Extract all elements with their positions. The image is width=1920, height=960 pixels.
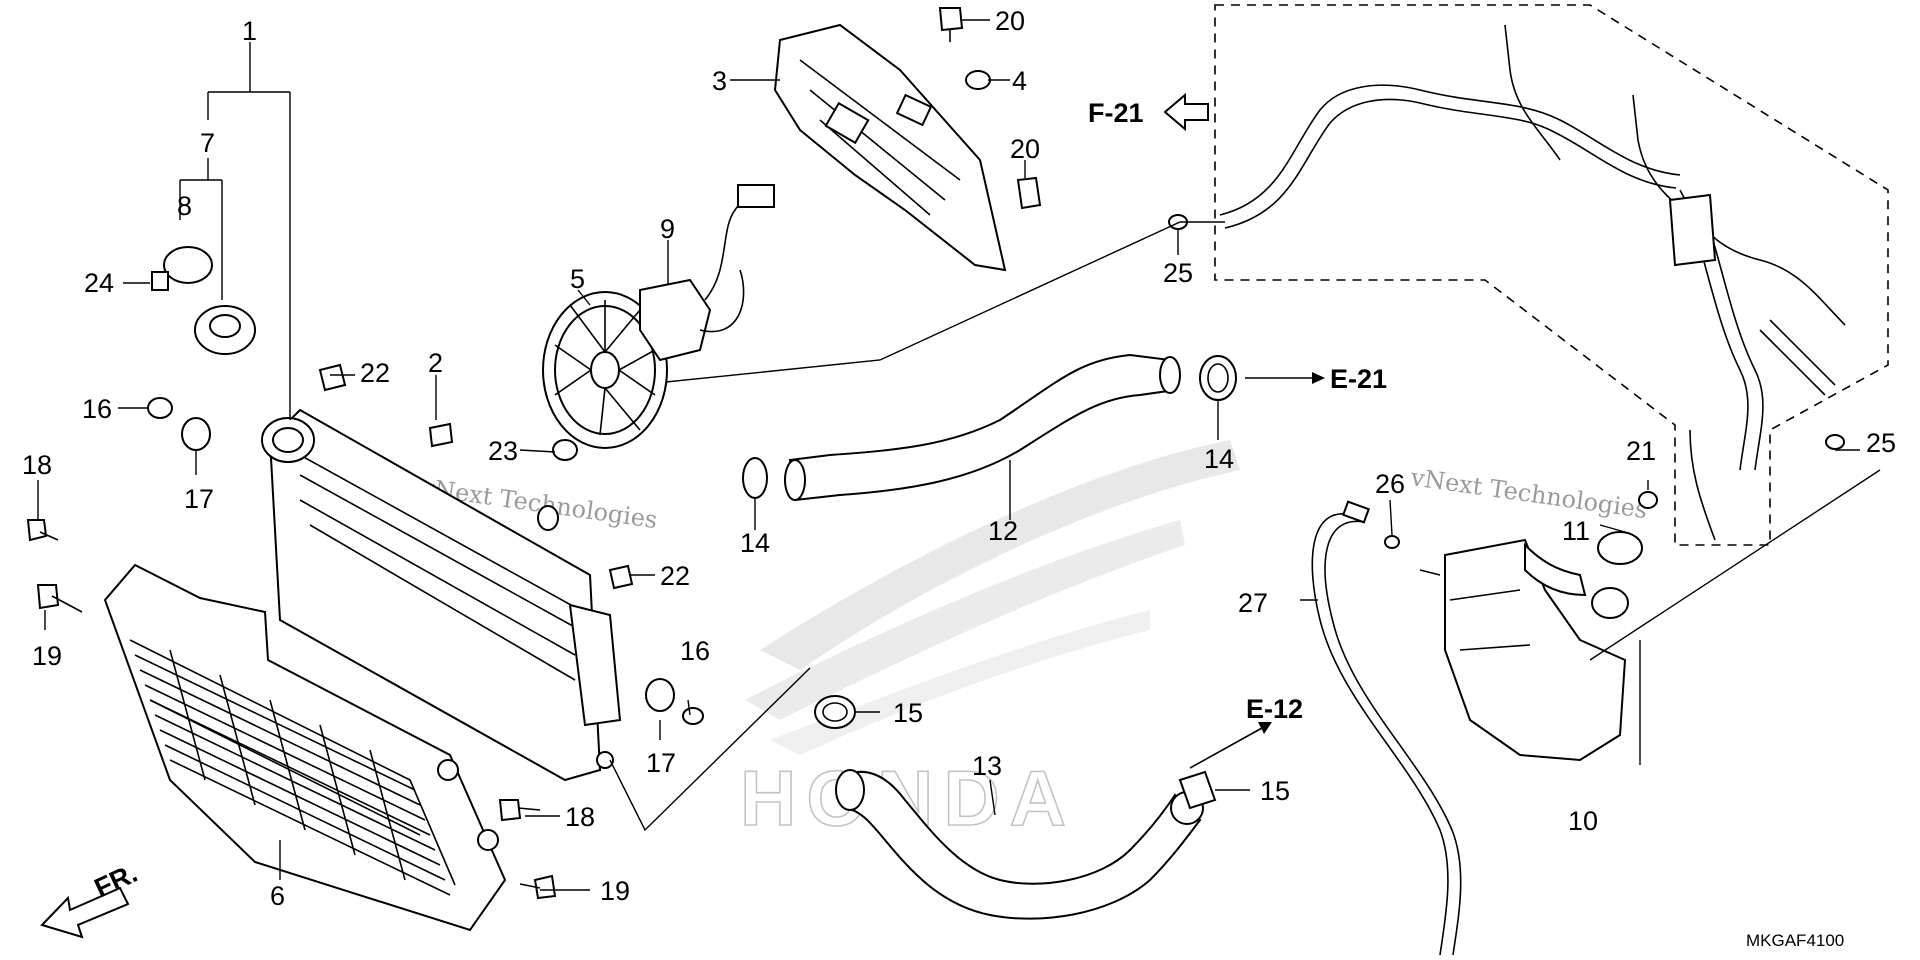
fan-motor: [639, 184, 775, 362]
callout-4: 4: [1012, 66, 1027, 96]
callout-17-left: 17: [184, 484, 214, 514]
overflow-tube: [1311, 500, 1462, 956]
front-direction-label: FR.: [90, 858, 142, 904]
callout-25-right: 25: [1866, 428, 1896, 458]
watermark-text-right: vNext Technologies: [1408, 463, 1649, 524]
reference-e21: E-21: [1330, 364, 1387, 394]
e12-arrow-head: [1258, 722, 1272, 734]
callout-15-left: 15: [893, 698, 923, 728]
callout-labels: 1 7 8 24 16 17 18 19 22 2 23 22 3 20 4 2…: [22, 6, 1896, 911]
callout-20-middle: 20: [1010, 134, 1040, 164]
hose-assembly-frame: [1214, 4, 1889, 546]
callout-8: 8: [177, 191, 192, 221]
callout-14-right: 14: [1204, 444, 1234, 474]
shroud-bolts: [938, 7, 1042, 210]
callout-10: 10: [1568, 806, 1598, 836]
callout-20-top: 20: [995, 6, 1025, 36]
callout-24: 24: [84, 268, 114, 298]
callout-23: 23: [488, 436, 518, 466]
radiator-grille-cover: [103, 563, 507, 932]
callout-17-right: 17: [646, 748, 676, 778]
callout-22-top: 22: [360, 358, 390, 388]
hose-clamps-15: [814, 695, 1217, 810]
callout-12: 12: [988, 516, 1018, 546]
callout-9: 9: [660, 214, 675, 244]
callout-21: 21: [1626, 436, 1656, 466]
callout-18-right: 18: [565, 802, 595, 832]
front-arrow: [40, 886, 130, 939]
diagram-code: MKGAF4100: [1746, 931, 1844, 950]
leader-lines: [37, 19, 1881, 891]
callout-6: 6: [270, 881, 285, 911]
reference-arrows: [40, 92, 1325, 939]
callout-22-bottom: 22: [660, 561, 690, 591]
callout-1: 1: [242, 16, 257, 46]
e12-arrow: [1189, 727, 1263, 769]
reserve-tank: [1419, 538, 1629, 762]
callout-7: 7: [200, 128, 215, 158]
grommet-collar-left: [147, 397, 704, 725]
callout-14-left: 14: [740, 528, 770, 558]
radiator-cap-assembly: [151, 246, 256, 355]
callout-15-right: 15: [1260, 776, 1290, 806]
reference-e12: E-12: [1246, 694, 1303, 724]
hose-clamps-14: [742, 355, 1237, 499]
callout-5: 5: [570, 264, 585, 294]
reference-f21: F-21: [1088, 98, 1144, 128]
cooling-fan: [542, 291, 668, 449]
callout-19-right: 19: [600, 876, 630, 906]
callout-16-left: 16: [82, 394, 112, 424]
callout-2: 2: [428, 348, 443, 378]
callout-18-left: 18: [22, 450, 52, 480]
honda-wing-watermark: [745, 440, 1240, 755]
hose-clips-25: [1168, 214, 1845, 450]
callout-26: 26: [1375, 469, 1405, 499]
callout-19-left: 19: [32, 641, 62, 671]
callout-3: 3: [712, 66, 727, 96]
radiator-core: [261, 408, 622, 782]
callout-16-right: 16: [680, 636, 710, 666]
callout-25-left: 25: [1163, 258, 1193, 288]
e21-arrow-head: [1312, 372, 1325, 384]
bolts-left: [26, 519, 557, 900]
callout-27: 27: [1238, 588, 1268, 618]
f21-arrow: [1163, 92, 1209, 132]
callout-11: 11: [1562, 516, 1590, 546]
overflow-hose-assembly: [1219, 24, 1846, 541]
fan-shroud: [773, 23, 1007, 272]
upper-radiator-hose: [784, 353, 1181, 502]
callout-13: 13: [972, 751, 1002, 781]
reserve-tank-cap: [1384, 491, 1658, 565]
fastener-nuts: [318, 363, 634, 590]
